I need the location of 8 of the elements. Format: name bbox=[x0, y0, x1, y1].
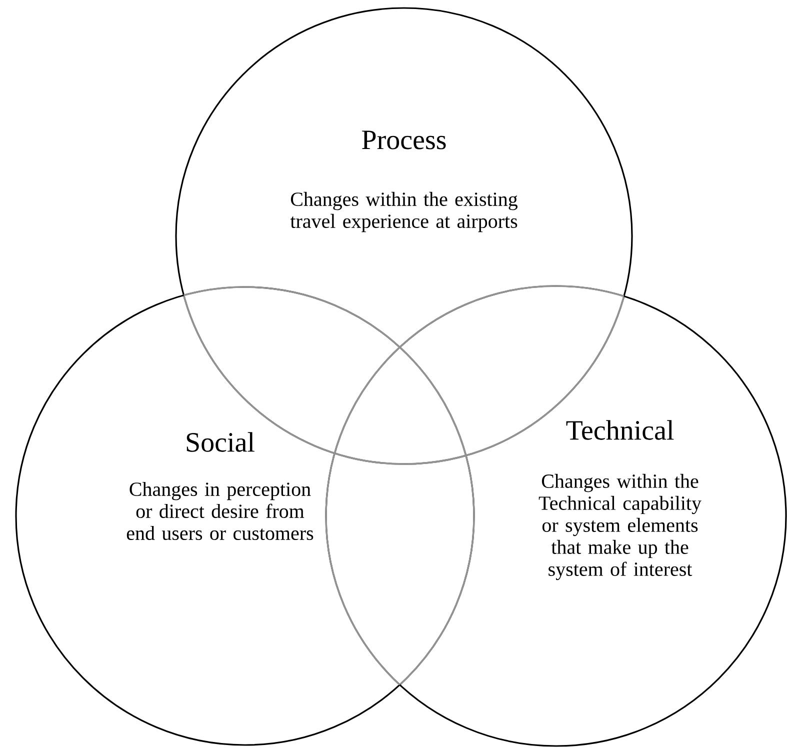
circle-heading: Process bbox=[362, 130, 446, 150]
circle-heading: Technical bbox=[566, 420, 674, 440]
circle-description: Changes in perception or direct desire from end users or customers bbox=[126, 482, 314, 540]
circle-description: Changes within the Technical capability or system elements that make up the system of interest bbox=[538, 474, 702, 580]
circle-heading: Social bbox=[186, 432, 254, 452]
venn-circle bbox=[15, 286, 475, 746]
circle-description: Changes within the existing travel experience at airports bbox=[290, 192, 518, 232]
venn-circle bbox=[325, 285, 787, 747]
